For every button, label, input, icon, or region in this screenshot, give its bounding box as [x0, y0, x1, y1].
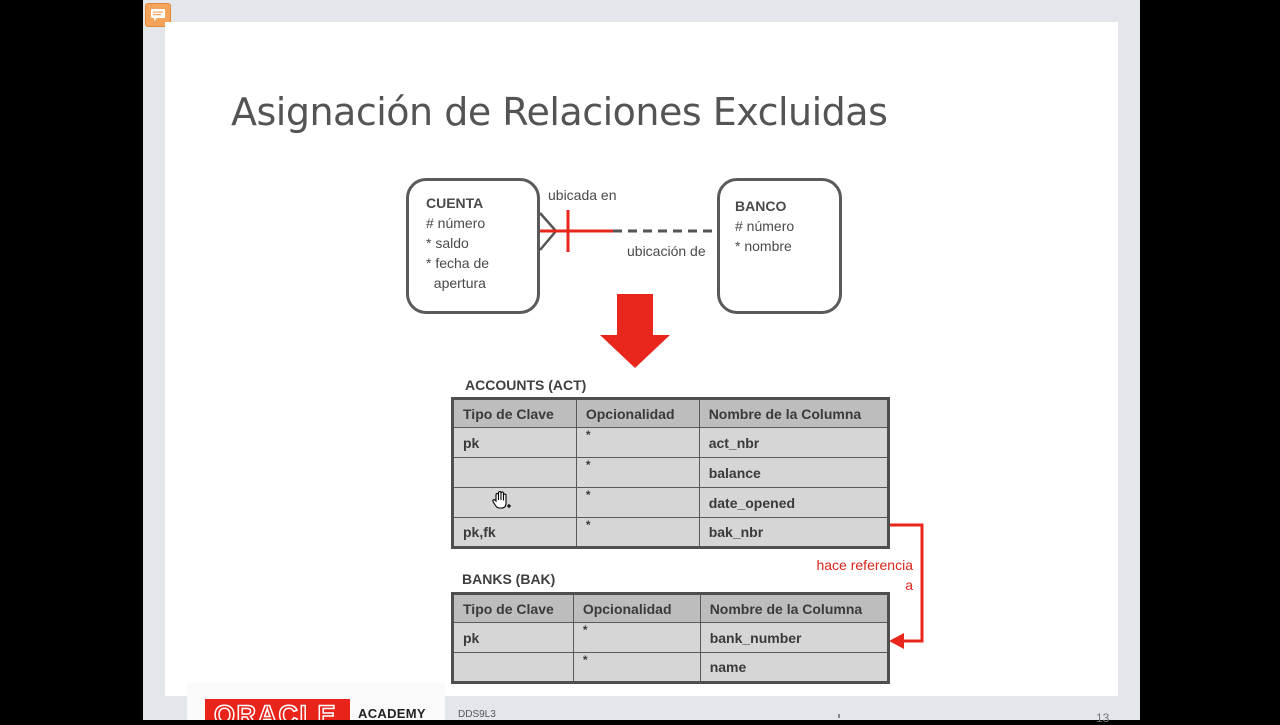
entity-attribute: * saldo — [426, 235, 469, 251]
table-row: * balance — [452, 457, 890, 488]
optionality-cell: * — [575, 517, 700, 548]
table-name-accounts: ACCOUNTS (ACT) — [465, 377, 587, 393]
key-type-cell: pk,fk — [452, 517, 577, 548]
column-name-cell: date_opened — [698, 487, 890, 518]
course-code: DDS9L3 — [458, 709, 496, 720]
column-header: Tipo de Clave — [452, 398, 577, 428]
table-row: * date_opened — [452, 487, 890, 518]
optionality-cell: * — [572, 622, 701, 653]
optionality-cell: * — [575, 427, 700, 458]
academy-label: ACADEMY — [358, 706, 426, 721]
column-header: Tipo de Clave — [452, 593, 574, 623]
optionality-cell: * — [572, 652, 701, 683]
entity-cuenta: CUENTA # número * saldo * fecha de apert… — [406, 178, 540, 314]
column-name-cell: bak_nbr — [698, 517, 890, 548]
column-header: Opcionalidad — [575, 398, 700, 428]
table-row: pk,fk * bak_nbr — [452, 517, 890, 548]
entity-attribute: apertura — [426, 275, 486, 291]
key-type-cell — [452, 652, 574, 683]
column-name-cell: balance — [698, 457, 890, 488]
entity-attribute: * fecha de — [426, 255, 490, 271]
entity-name: BANCO — [735, 198, 787, 214]
table-header-row: Tipo de Clave Opcionalidad Nombre de la … — [452, 593, 890, 623]
entity-name: CUENTA — [426, 195, 484, 211]
column-name-cell: bank_number — [699, 622, 890, 653]
key-type-cell: pk — [452, 622, 574, 653]
page-number: 13 — [1096, 711, 1110, 725]
table-row: pk * bank_number — [452, 622, 890, 653]
oracle-logo: ORACLE — [205, 699, 350, 720]
footer-tick — [838, 714, 840, 718]
relationship-label-top: ubicada en — [548, 187, 617, 203]
optionality-cell: * — [575, 457, 700, 488]
entity-attribute: * nombre — [735, 238, 792, 254]
entity-attribute: # número — [426, 215, 486, 231]
column-name-cell: act_nbr — [698, 427, 890, 458]
slide-title: Asignación de Relaciones Excluidas — [231, 90, 888, 134]
reference-label-line2: a — [905, 577, 913, 593]
table-header-row: Tipo de Clave Opcionalidad Nombre de la … — [452, 398, 890, 428]
column-name-cell: name — [699, 652, 890, 683]
key-type-cell: pk — [452, 427, 577, 458]
optionality-cell: * — [575, 487, 700, 518]
relationship-label-bottom: ubicación de — [627, 243, 706, 259]
accounts-table: Tipo de Clave Opcionalidad Nombre de la … — [451, 397, 890, 549]
reference-label-line1: hace referencia — [816, 557, 913, 573]
table-row: * name — [452, 652, 890, 683]
column-header: Opcionalidad — [572, 593, 701, 623]
table-name-banks: BANKS (BAK) — [462, 571, 556, 587]
reference-label: hace referencia a — [795, 555, 913, 595]
oracle-logo-text: ORACLE — [213, 699, 337, 720]
banks-table: Tipo de Clave Opcionalidad Nombre de la … — [451, 592, 890, 684]
key-type-cell — [452, 457, 577, 488]
hand-cursor-icon — [490, 490, 512, 517]
column-header: Nombre de la Columna — [698, 398, 890, 428]
column-header: Nombre de la Columna — [699, 593, 890, 623]
key-type-cell — [452, 487, 577, 518]
table-row: pk * act_nbr — [452, 427, 890, 458]
entity-banco: BANCO # número * nombre — [717, 178, 842, 314]
entity-attribute: # número — [735, 218, 795, 234]
